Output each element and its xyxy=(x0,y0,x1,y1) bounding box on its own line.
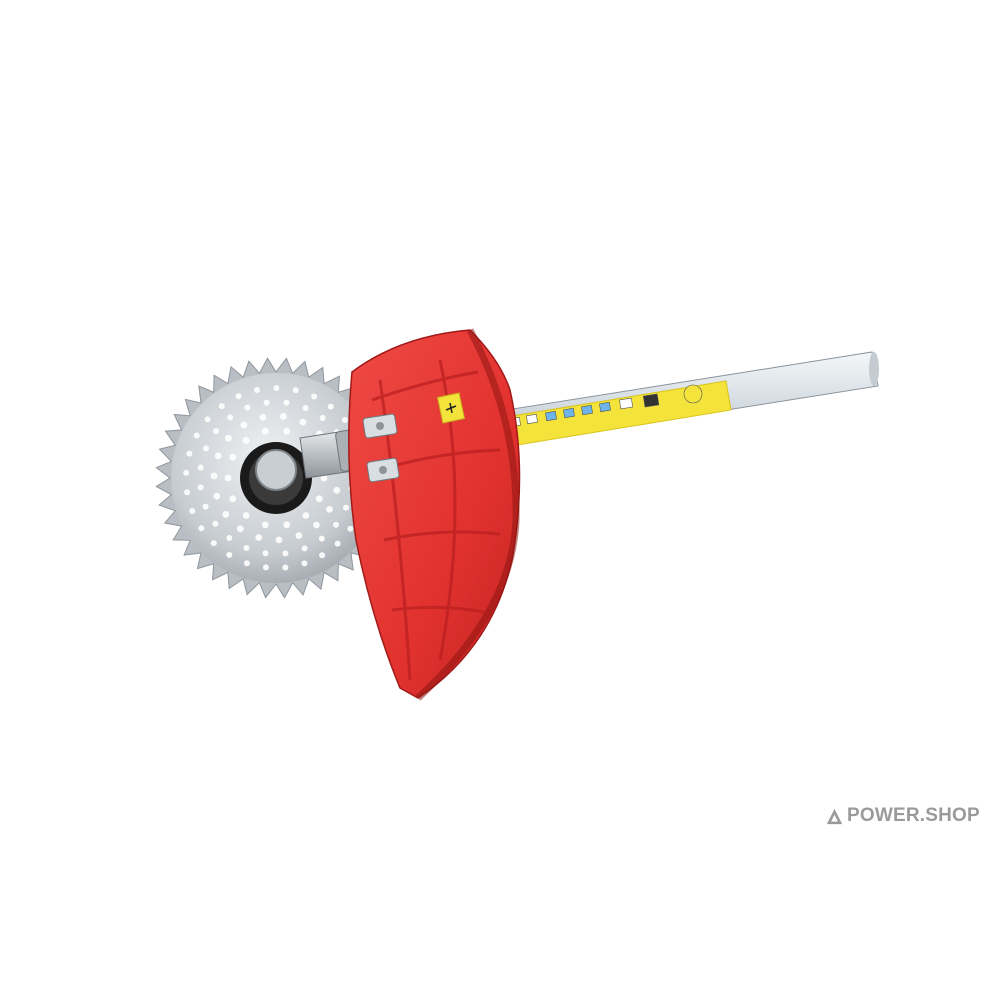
saw-blade xyxy=(155,357,397,599)
blade-hole xyxy=(204,416,211,423)
blade-hole xyxy=(282,564,289,571)
blade-hole xyxy=(341,417,348,423)
blade-hole xyxy=(255,534,263,541)
blade-hole xyxy=(347,525,354,532)
blade-hole xyxy=(222,511,230,518)
blade-hole xyxy=(214,452,222,460)
blade-hole xyxy=(282,550,289,557)
blade-hole xyxy=(327,403,334,410)
blade-hole xyxy=(186,450,193,457)
blade-hole xyxy=(243,545,250,551)
blade-hole xyxy=(319,415,326,421)
blade-hole xyxy=(262,564,269,571)
blade-hole xyxy=(315,495,323,503)
blade-hole xyxy=(273,385,280,391)
blade-hole xyxy=(283,427,291,435)
blade-hole xyxy=(254,387,260,393)
blade-hole xyxy=(197,484,204,491)
triangle-logo-icon xyxy=(826,808,843,824)
blade-guard xyxy=(348,328,521,701)
blade-hole xyxy=(226,551,233,558)
blade-hole xyxy=(244,404,251,411)
blade-hole xyxy=(279,413,287,420)
blade-hole xyxy=(229,453,237,461)
blade-hole xyxy=(275,536,283,544)
watermark-text: POWER.SHOP xyxy=(847,805,980,826)
blade-hole xyxy=(213,428,219,435)
blade-hole xyxy=(259,414,267,421)
blade-hole xyxy=(301,560,308,567)
blade-hole xyxy=(295,532,303,539)
blade-hole xyxy=(333,521,339,528)
blade-hole xyxy=(292,387,299,394)
blade-hole xyxy=(235,393,242,400)
blade-hole xyxy=(236,525,244,533)
blade-hole xyxy=(242,512,250,519)
blade-hole xyxy=(299,418,307,426)
blade-hole xyxy=(203,445,209,452)
blade-hole xyxy=(226,535,233,541)
blade-hole xyxy=(210,472,218,480)
blade-hole xyxy=(198,525,205,532)
blade-hole xyxy=(224,474,232,482)
blade-hole xyxy=(334,540,341,547)
blade-hole xyxy=(343,504,349,511)
blade-hole xyxy=(262,550,269,557)
blade-hole xyxy=(326,506,333,513)
blade-hole xyxy=(213,492,221,500)
blade-hole xyxy=(301,545,308,552)
blade-hole xyxy=(202,503,209,510)
blade-hole xyxy=(302,512,310,519)
blade-hole xyxy=(318,535,325,542)
blade-hole xyxy=(313,521,320,529)
blade-hole xyxy=(243,560,250,567)
blade-hole xyxy=(261,427,269,435)
blade-hole xyxy=(183,469,190,476)
blade-hole xyxy=(263,399,270,406)
blade-hole xyxy=(319,552,326,559)
blade-hole xyxy=(227,414,234,421)
blade-hole xyxy=(210,540,217,547)
blade-hole xyxy=(261,521,269,529)
blade-hole xyxy=(283,399,290,406)
blade-hole xyxy=(242,437,250,444)
blade-hole xyxy=(193,432,200,439)
blade-hole xyxy=(333,486,341,494)
blade-hole xyxy=(189,508,196,514)
blade-hole xyxy=(184,489,191,496)
blade-hole xyxy=(320,474,328,482)
blade-hole xyxy=(225,434,232,442)
blade-hole xyxy=(240,421,248,429)
blade-hole xyxy=(311,393,318,400)
blade-hole xyxy=(229,495,237,503)
blade-hole xyxy=(212,520,219,527)
blade-hole xyxy=(283,521,291,529)
blade-hole xyxy=(302,405,309,411)
blade-hole xyxy=(218,403,225,410)
blade-hole xyxy=(197,464,204,471)
watermark: POWER.SHOP xyxy=(826,803,980,829)
